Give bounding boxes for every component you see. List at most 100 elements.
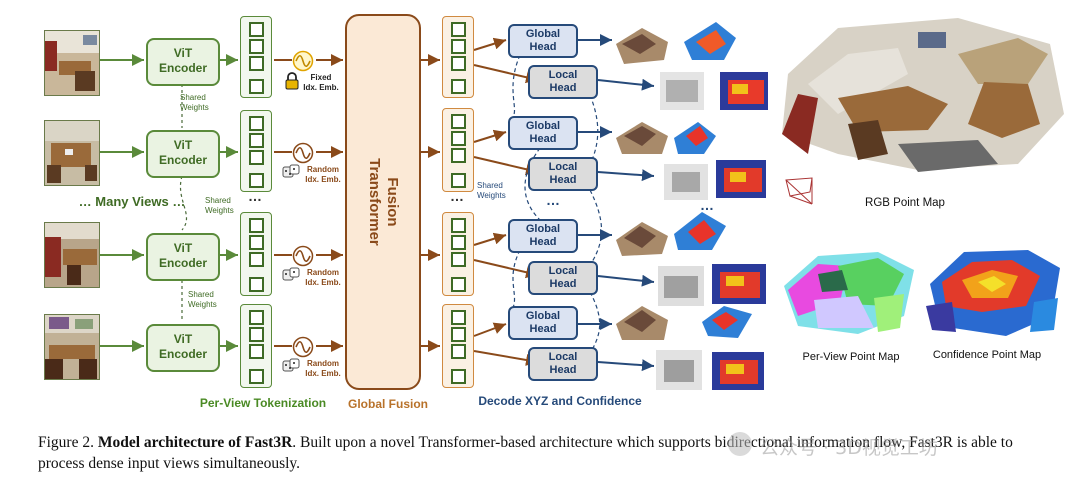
random-3-line-1: Random xyxy=(307,359,339,368)
fixed-line-1: Fixed xyxy=(310,73,332,82)
confidence-point-map-image xyxy=(926,250,1060,336)
vit-encoder-4: ViT Encoder xyxy=(146,324,220,372)
caption-body: . Built upon a novel Transformer-based a… xyxy=(38,434,1013,472)
rgb-point-map-image xyxy=(782,18,1064,172)
watermark: 公众号 · 3D视觉工坊 xyxy=(728,430,1062,460)
gh4-b: Head xyxy=(529,323,557,335)
gh1-a: Global xyxy=(525,28,561,40)
lh1-a: Local xyxy=(548,69,578,81)
gh2-a: Global xyxy=(525,120,561,132)
shared-weights-1-b: Weights xyxy=(180,103,209,112)
sine-wave-icon xyxy=(292,336,314,358)
stage-label-decode: Decode XYZ and Confidence xyxy=(478,394,642,408)
caption-bold-title: Model architecture of Fast3R xyxy=(97,434,293,451)
lh4-b: Head xyxy=(549,364,577,376)
wechat-logo-icon xyxy=(728,432,752,456)
confidence-point-map-label: Confidence Point Map xyxy=(932,349,1042,361)
random-3-line-2: Idx. Emb. xyxy=(305,369,341,378)
figure-caption: Figure 2. Model architecture of Fast3R. … xyxy=(38,432,1058,474)
token-column-2 xyxy=(240,110,272,192)
fixed-idx-emb-label: Fixed Idx. Emb. xyxy=(298,73,344,93)
input-view-1-image xyxy=(44,30,100,96)
gh1-b: Head xyxy=(529,41,557,53)
sine-wave-icon xyxy=(292,245,314,267)
stage-label-global-fusion: Global Fusion xyxy=(348,397,428,411)
shared-weights-label-3: Shared Weights xyxy=(188,290,236,310)
caption-prefix: Figure 2. xyxy=(38,434,94,451)
vit-encoder-label-1b: Encoder xyxy=(158,61,207,75)
random-1-line-2: Idx. Emb. xyxy=(305,175,341,184)
lh1-b: Head xyxy=(549,82,577,94)
input-view-3-image xyxy=(44,222,100,288)
per-view-point-map-label: Per-View Point Map xyxy=(802,351,900,363)
vit-encoder-label-4b: Encoder xyxy=(158,347,207,361)
camera-frustum-icon xyxy=(785,177,813,205)
random-2-line-1: Random xyxy=(307,268,339,277)
lh3-b: Head xyxy=(549,278,577,290)
stage-label-tokenization: Per-View Tokenization xyxy=(199,396,327,410)
lh2-a: Local xyxy=(548,161,578,173)
vit-encoder-1: ViT Encoder xyxy=(146,38,220,86)
input-view-2-image xyxy=(44,120,100,186)
gh2-b: Head xyxy=(529,133,557,145)
random-idx-emb-label-1: Random Idx. Emb. xyxy=(300,165,346,185)
vit-encoder-label-2b: Encoder xyxy=(158,153,207,167)
per-view-point-map-image xyxy=(784,252,914,334)
gh3-b: Head xyxy=(529,236,557,248)
shared-weights-label-heads: Shared Weights xyxy=(477,181,517,201)
shared-weights-h-b: Weights xyxy=(477,191,506,200)
sine-wave-icon xyxy=(292,142,314,164)
fusion-transformer-box: Fusion Transformer xyxy=(345,14,421,390)
vit-encoder-label-3: ViT xyxy=(173,241,193,255)
shared-weights-2-b: Weights xyxy=(205,206,234,215)
gh3-a: Global xyxy=(525,223,561,235)
gh4-a: Global xyxy=(525,310,561,322)
random-idx-emb-label-3: Random Idx. Emb. xyxy=(300,359,346,379)
shared-weights-3-b: Weights xyxy=(188,300,217,309)
dice-icon xyxy=(282,164,300,178)
lh4-a: Local xyxy=(548,351,578,363)
token-column-1 xyxy=(240,16,272,98)
dice-icon xyxy=(282,358,300,372)
lock-icon xyxy=(285,72,299,90)
fusion-line-2: Transformer xyxy=(366,158,383,246)
fusion-transformer-label: Fusion Transformer xyxy=(365,158,401,246)
rgb-point-map-label: RGB Point Map xyxy=(865,197,945,209)
fused-token-column-4 xyxy=(442,304,474,388)
shared-weights-2-a: Shared xyxy=(205,196,231,205)
vit-encoder-label-4: ViT xyxy=(173,332,193,346)
sine-wave-icon xyxy=(292,50,314,72)
vit-encoder-label-2: ViT xyxy=(173,138,193,152)
heads-ellipsis: … xyxy=(546,192,560,208)
vit-encoder-label-1: ViT xyxy=(173,46,193,60)
shared-weights-3-a: Shared xyxy=(188,290,214,299)
token-column-3 xyxy=(240,212,272,296)
shared-weights-h-a: Shared xyxy=(477,181,503,190)
many-views-label: … Many Views … xyxy=(78,194,186,209)
fusion-line-1: Fusion xyxy=(384,177,401,227)
svg-text:…: … xyxy=(700,197,714,213)
fused-token-column-2 xyxy=(442,108,474,192)
output-thumbnails: … xyxy=(616,22,768,390)
random-2-line-2: Idx. Emb. xyxy=(305,278,341,287)
dice-icon xyxy=(282,267,300,281)
vit-encoder-2: ViT Encoder xyxy=(146,130,220,178)
vit-encoder-3: ViT Encoder xyxy=(146,233,220,281)
token-column-4 xyxy=(240,304,272,388)
fused-token-ellipsis: … xyxy=(450,188,464,204)
input-view-4-image xyxy=(44,314,100,380)
watermark-text: 公众号 · 3D视觉工坊 xyxy=(760,437,938,459)
shared-weights-1-a: Shared xyxy=(180,93,206,102)
shared-weights-label-2: Shared Weights xyxy=(205,196,253,216)
token-ellipsis: … xyxy=(248,188,262,204)
random-idx-emb-label-2: Random Idx. Emb. xyxy=(300,268,346,288)
lh2-b: Head xyxy=(549,174,577,186)
